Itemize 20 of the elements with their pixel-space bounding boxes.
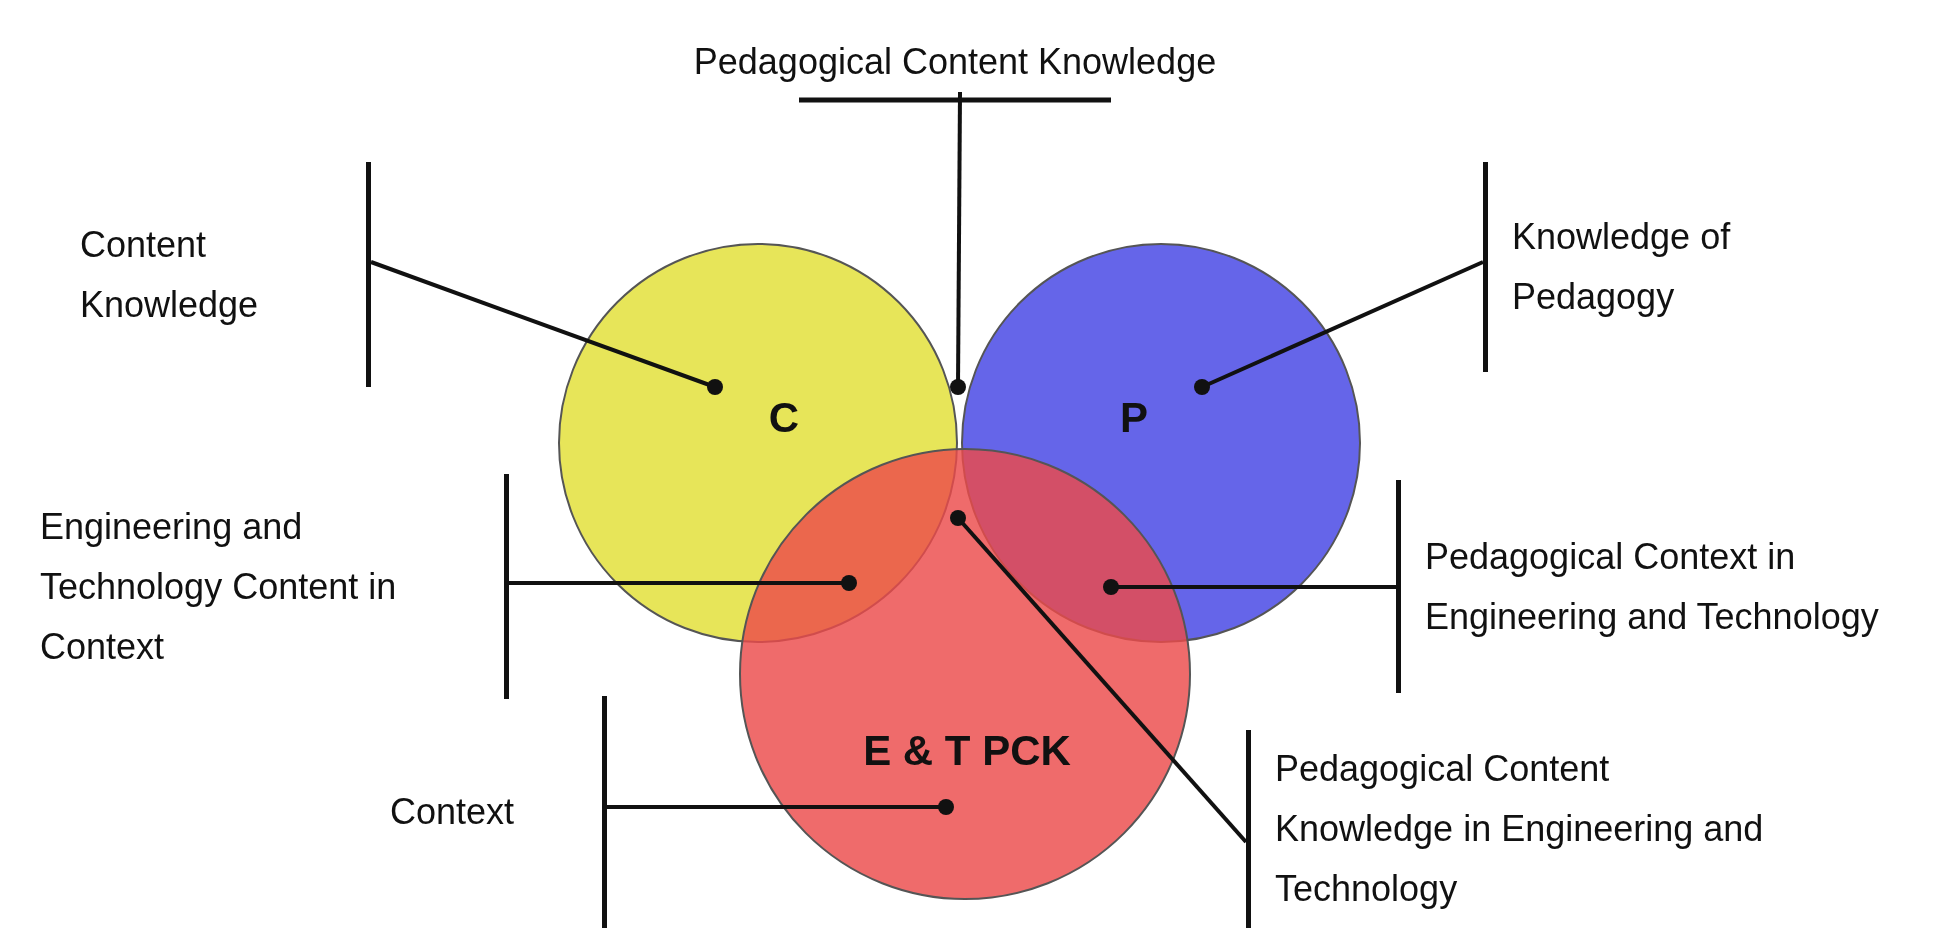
bracket [80,162,371,387]
circle-label: C [768,394,800,442]
leader-line [950,92,966,395]
callout-text: Engineering and Technology Content in Context [40,504,398,669]
circle-label: P [1120,394,1148,442]
leader-line [1194,260,1484,395]
callout-text: Context [390,790,516,834]
callout-text: Pedagogical Context in Engineering and Technology [1425,534,1880,639]
leader-line [950,510,1248,844]
leader-line [509,575,857,591]
bracket [40,474,509,699]
callout-text: Knowledge of Pedagogy [1512,215,1732,319]
callout-text: Pedagogical Content Knowledge in Engineering and Technology [1275,747,1765,911]
leader-line [1103,579,1396,595]
bracket [390,696,607,928]
leader-line [370,260,723,395]
callout-text: Pedagogical Content Knowledge [693,40,1217,84]
leader-line [607,799,954,815]
circle-label: E & T PCK [863,727,1071,775]
callout-text: Content Knowledge [80,222,260,327]
